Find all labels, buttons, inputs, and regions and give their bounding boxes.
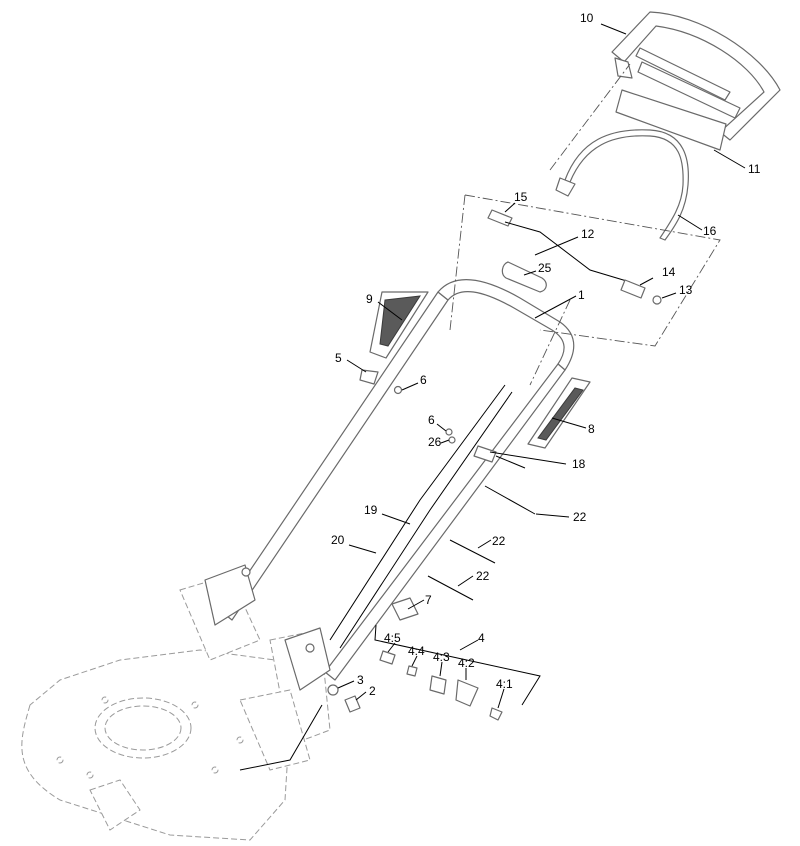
callout-6a: 6 [420, 373, 427, 387]
callout-1: 1 [578, 288, 585, 302]
callout-4-4: 4:4 [408, 644, 425, 658]
washer-3 [327, 684, 339, 696]
callout-22a: 22 [573, 510, 587, 524]
callout-4-2: 4:2 [458, 656, 475, 670]
phantom-lines [449, 63, 721, 386]
bar-plate [615, 89, 727, 151]
washer-26 [448, 436, 456, 444]
callout-10: 10 [580, 11, 594, 25]
callout-3: 3 [357, 673, 364, 687]
small-hardware [327, 369, 526, 713]
bail-wire [555, 129, 689, 241]
control-bar [611, 11, 781, 151]
callout-2: 2 [369, 684, 376, 698]
callout-9: 9 [366, 292, 373, 306]
callout-22c: 22 [476, 569, 490, 583]
cables [239, 384, 513, 771]
assembly-4 [374, 624, 541, 721]
callout-4-3: 4:3 [433, 650, 450, 664]
callout-12: 12 [581, 227, 595, 241]
callout-5: 5 [335, 351, 342, 365]
callout-7: 7 [425, 593, 432, 607]
nut-13 [652, 295, 662, 305]
callout-16: 16 [703, 224, 717, 238]
callout-19: 19 [364, 503, 378, 517]
callout-14: 14 [662, 265, 676, 279]
linkage [487, 209, 662, 305]
handle-top-bend [437, 279, 575, 371]
callout-4: 4 [478, 631, 485, 645]
callout-22b: 22 [492, 534, 506, 548]
knob-5 [359, 369, 379, 385]
callout-11: 11 [748, 162, 761, 176]
callout-4-1: 4:1 [496, 677, 513, 691]
rods-22 [427, 485, 536, 601]
washer-6a [393, 385, 403, 395]
rail-9 [369, 291, 429, 359]
lower-handle-bracket-left [204, 564, 256, 626]
callout-6b: 6 [428, 413, 435, 427]
callout-18: 18 [572, 457, 586, 471]
callout-25: 25 [538, 261, 552, 275]
mower-deck [21, 574, 331, 841]
grip-25 [501, 261, 547, 293]
lower-handle-bracket-right [284, 627, 331, 691]
callout-8: 8 [588, 422, 595, 436]
knob-7 [391, 597, 419, 621]
leader-lines [337, 23, 746, 709]
callout-15: 15 [514, 190, 528, 204]
washer-6b [445, 428, 453, 436]
clip-14 [620, 279, 646, 299]
control-bar-frame [611, 11, 781, 141]
handle-assembly [204, 279, 575, 691]
clamp-18 [473, 445, 497, 463]
callout-20: 20 [331, 533, 345, 547]
spring-15 [487, 209, 513, 227]
callout-labels: 10 11 16 15 12 25 14 13 1 9 5 6 6 26 8 1… [331, 11, 761, 698]
callout-4-5: 4:5 [384, 631, 401, 645]
callout-26: 26 [428, 435, 442, 449]
rail-8 [527, 377, 591, 449]
callout-13: 13 [679, 283, 693, 297]
